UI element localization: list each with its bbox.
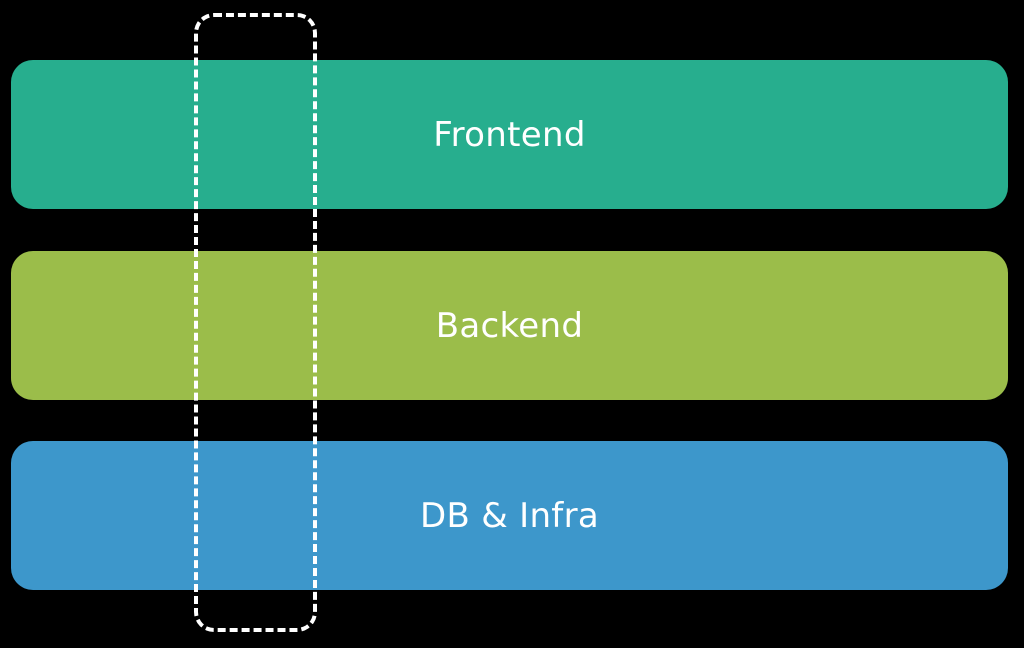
frontend-layer-label: Frontend [433,114,586,155]
db-infra-layer: DB & Infra [11,441,1008,590]
frontend-layer: Frontend [11,60,1008,209]
backend-layer: Backend [11,251,1008,400]
db-infra-layer-label: DB & Infra [420,495,599,536]
backend-layer-label: Backend [435,305,584,346]
